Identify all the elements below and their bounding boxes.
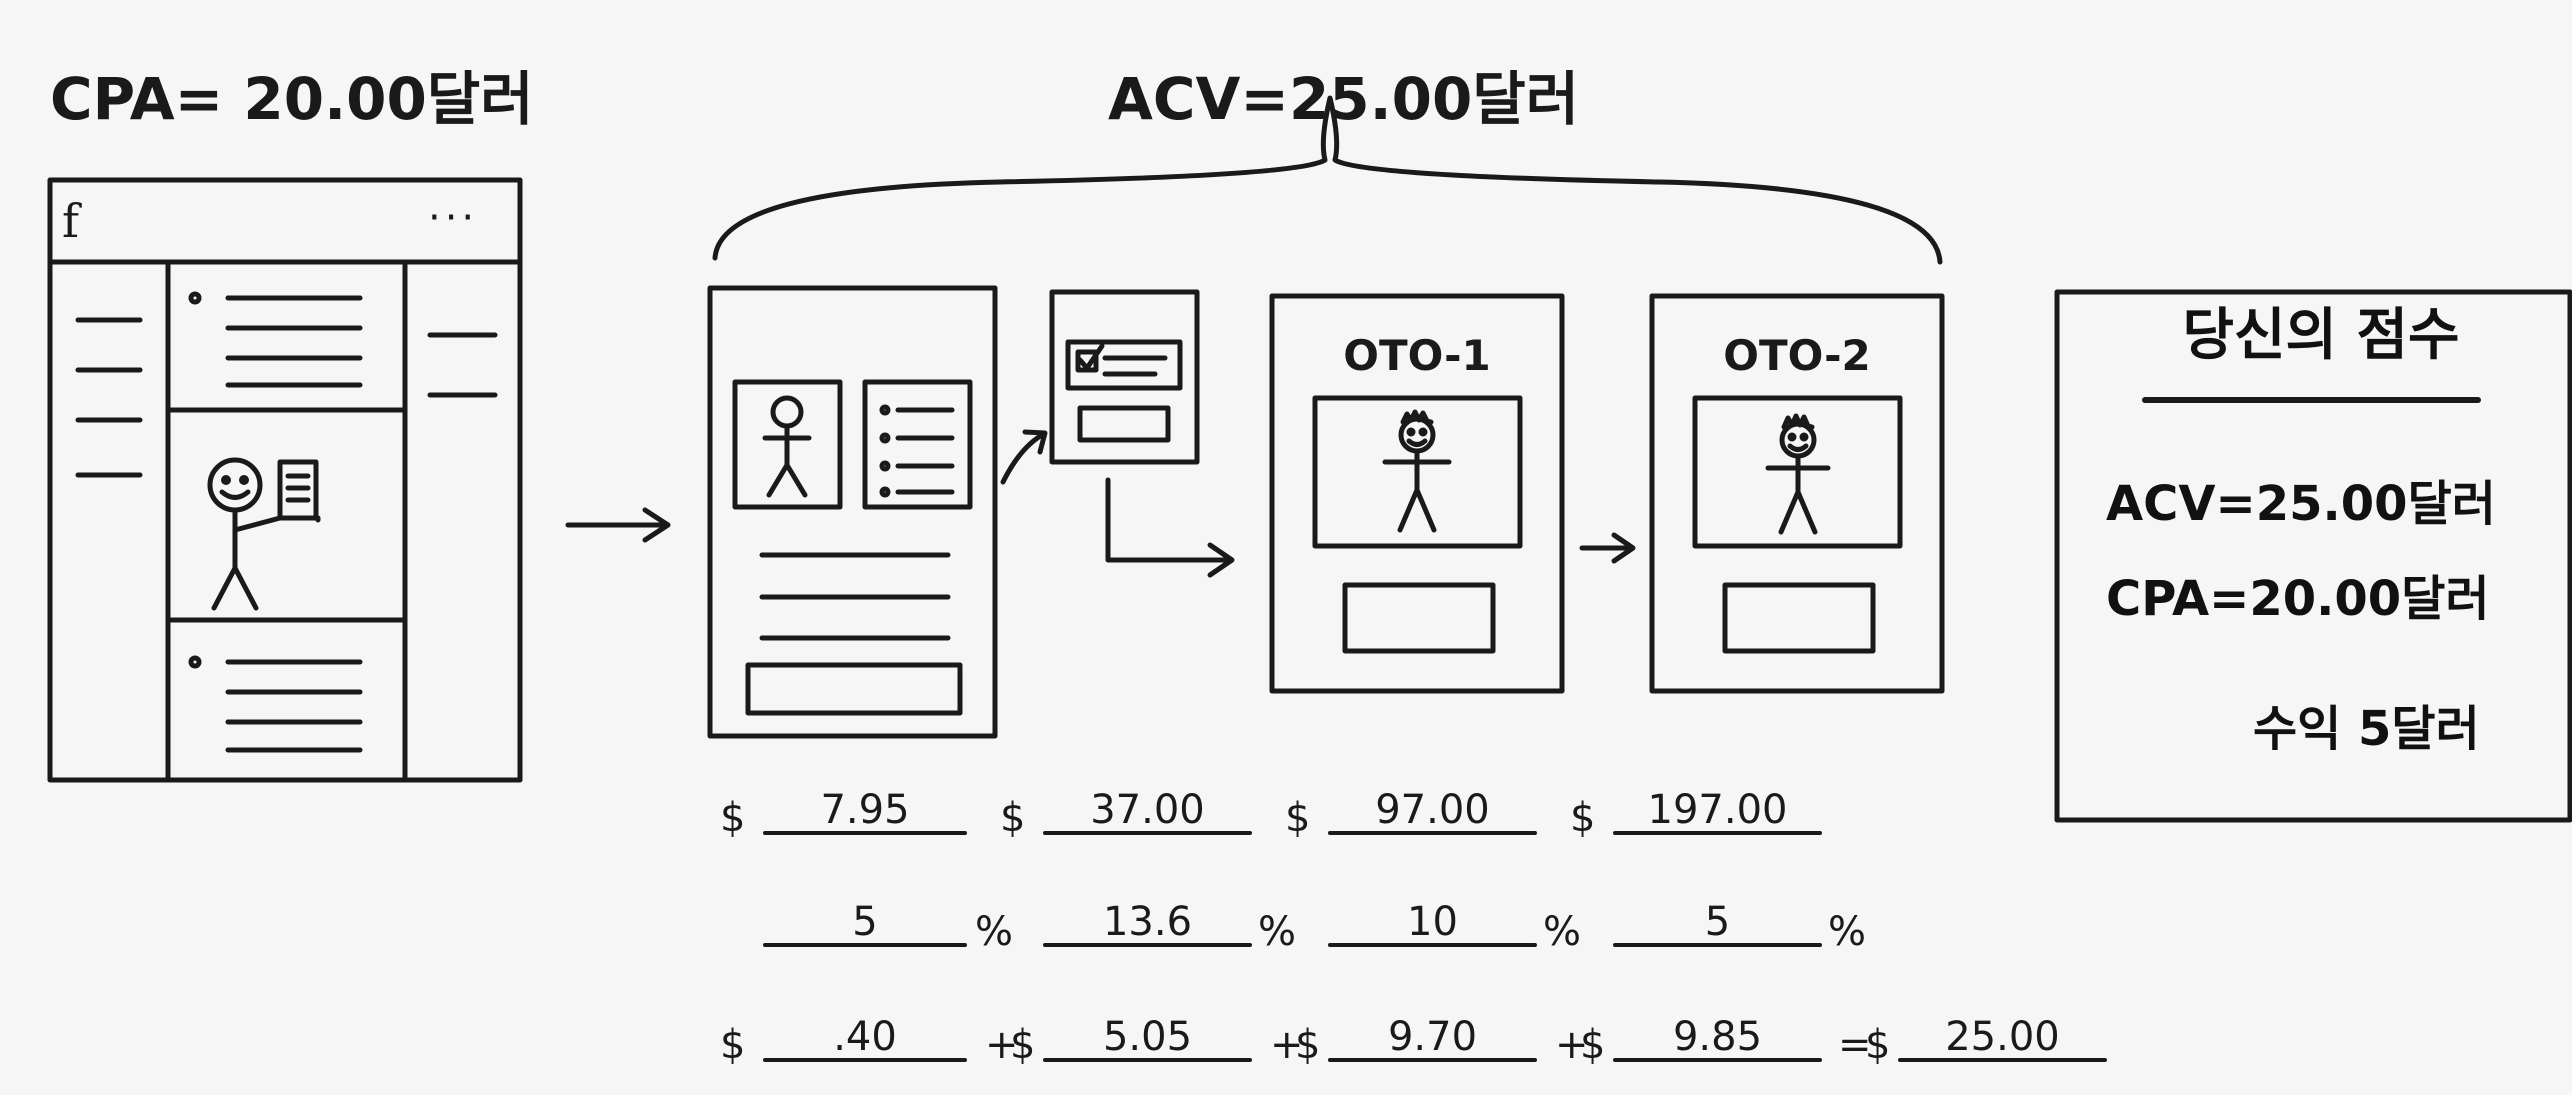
value-currency-3: $ [1295,1022,1321,1068]
blank-underlines [763,831,2107,1062]
score-card-acv: ACV=25.00달러 [2106,476,2496,532]
acv-title: ACV=25.00달러 [1108,65,1580,133]
value-currency-4: $ [1580,1022,1606,1068]
facebook-logo-icon: f [62,194,80,248]
rate-value-1: 5 [852,899,878,945]
arrow-oto1-to-oto2 [1579,532,1636,564]
rate-percent-2: % [1258,909,1297,955]
price-currency-3: $ [1285,795,1311,841]
score-card-cpa: CPA=20.00달러 [2106,571,2490,627]
total-equals: = [1838,1022,1872,1068]
score-card-profit: 수익 5달러 [2253,701,2480,757]
price-currency-4: $ [1570,795,1596,841]
value-plus-3: + [1270,1022,1304,1068]
landing-page [707,285,998,739]
main-arrow [565,507,671,543]
value-amount-4: 9.85 [1672,1014,1763,1060]
oto2-label: OTO-2 [1723,331,1871,380]
value-amount-2: 5.05 [1102,1014,1193,1060]
price-value-3: 97.00 [1375,787,1490,833]
total-currency: $ [1865,1022,1891,1068]
oto1-label: OTO-1 [1343,331,1491,380]
arrow-landing-to-order [1000,432,1045,485]
rate-percent-4: % [1828,909,1867,955]
oto2-page [1649,293,1945,694]
cpa-title: CPA= 20.00달러 [50,65,534,133]
rate-value-2: 13.6 [1102,899,1193,945]
order-form [1049,289,1235,578]
rate-percent-3: % [1543,909,1582,955]
total-amount: 25.00 [1945,1014,2060,1060]
value-plus-2: + [985,1022,1019,1068]
facebook-ad-mockup [47,177,523,783]
score-card-title: 당신의 점수 [2182,303,2460,368]
price-value-1: 7.95 [820,787,910,833]
price-value-2: 37.00 [1090,787,1205,833]
score-card-box [2054,289,2572,823]
acv-brace [712,95,1943,265]
price-value-4: 197.00 [1647,787,1788,833]
value-amount-3: 9.70 [1387,1014,1478,1060]
rate-value-3: 10 [1407,899,1458,945]
price-currency-2: $ [1000,795,1026,841]
value-currency-2: $ [1010,1022,1036,1068]
rate-percent-1: % [975,909,1014,955]
rate-value-4: 5 [1704,899,1731,945]
price-currency-1: $ [720,795,746,841]
value-amount-1: .40 [833,1014,897,1060]
value-currency-1: $ [720,1022,746,1068]
value-plus-4: + [1555,1022,1589,1068]
more-menu-icon: ··· [428,195,479,241]
oto1-page [1269,293,1565,694]
